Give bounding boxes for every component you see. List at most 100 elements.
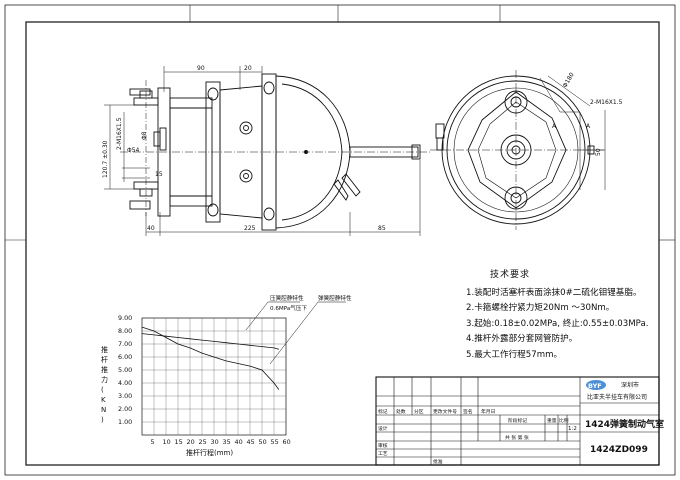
x-tick-label: 5 <box>151 438 155 446</box>
chart-point <box>278 348 280 350</box>
chart-point <box>278 389 280 390</box>
row-label-sign: 签名 <box>463 408 473 415</box>
note-item: 3.起始:0.18±0.02MPa, 终止:0.55±0.03MPa. <box>466 318 649 329</box>
notes-title: 技术要求 <box>490 270 531 280</box>
company-logo-icon <box>586 380 606 390</box>
section-mark-a-2: A <box>586 123 591 130</box>
drawing-number: 1424ZD099 <box>590 445 648 455</box>
technical-notes: 技术要求 1.装配时活塞杆表面涂抹0#二硫化钼锂基脂。 2.卡箍螺栓拧紧力矩20… <box>466 268 676 364</box>
chart-y-label-char: 力 <box>101 375 108 384</box>
y-tick-label: 5.00 <box>118 366 132 374</box>
note-item: 1.装配时活塞杆表面涂抹0#二硫化钼锂基脂。 <box>466 287 642 298</box>
dim-thread: 2-M16X1.5 <box>116 117 123 150</box>
dim-dia-54: Φ54 <box>127 147 140 154</box>
chart-y-label-char: K <box>101 396 106 404</box>
chart-point <box>153 330 155 332</box>
chart-point <box>249 365 251 367</box>
left-label-approve: 批准 <box>433 458 443 465</box>
inner-border <box>25 21 660 466</box>
chart-y-label-char: N <box>101 406 106 414</box>
annotation-leader <box>245 301 269 331</box>
dim-side-thread: 2-M16X1.5 <box>590 99 623 106</box>
y-tick-label: 7.00 <box>118 340 132 348</box>
left-label-review: 审核 <box>378 442 388 449</box>
y-tick-label: 9.00 <box>118 314 132 322</box>
note-item: 5.最大工作行程57mm。 <box>466 349 563 360</box>
stage-label: 阶段标记 <box>508 417 527 424</box>
front-view <box>120 73 430 231</box>
company-line-2: 比亚夫半挂车有限公司 <box>587 393 647 401</box>
row-label-date: 年月日 <box>481 408 495 415</box>
x-tick-label: 25 <box>199 438 207 446</box>
y-tick-label: 1.00 <box>118 418 132 426</box>
chart-series-line-2 <box>141 333 279 350</box>
x-tick-label: 50 <box>259 438 267 446</box>
scale-label: 比例 <box>559 417 569 424</box>
annotation-pressure-chamber: 压簧腔静特性 <box>270 294 304 302</box>
x-tick-label: 40 <box>235 438 243 446</box>
weight-label: 重量 <box>547 417 557 424</box>
chart-point <box>189 347 191 349</box>
chart-point <box>177 343 179 345</box>
chart-point <box>237 343 239 345</box>
chart-point <box>249 345 251 346</box>
y-tick-label: 6.00 <box>118 353 132 361</box>
chart-series <box>141 326 280 390</box>
y-tick-label: 4.00 <box>118 379 132 387</box>
chart-point <box>201 339 203 341</box>
side-view <box>430 70 606 230</box>
chart-point <box>273 347 275 349</box>
dim-dia-8: Φ8 <box>141 131 148 140</box>
chart-y-label-char: 杆 <box>101 355 108 364</box>
x-tick-label: 55 <box>271 438 279 446</box>
annotation-spring-chamber: 弹簧腔静特性 <box>318 294 352 302</box>
chart-point <box>261 346 263 347</box>
dim-15: 15 <box>155 171 163 178</box>
left-label-process: 工艺 <box>378 451 388 457</box>
chart-point <box>261 369 263 371</box>
company-logo-text: BYF <box>588 382 602 390</box>
dim-bottom-85: 85 <box>378 225 386 232</box>
chart-point <box>141 333 143 334</box>
company-line-1: 深圳市 <box>621 381 639 389</box>
chart-y-label-char: 推 <box>101 365 108 374</box>
row-label-zone: 分区 <box>414 408 424 415</box>
title-block <box>375 376 660 466</box>
chart-series-line-1 <box>141 326 280 390</box>
scale-value: 1:2 <box>568 426 577 432</box>
y-tick-label: 8.00 <box>118 327 132 335</box>
chart-y-label-char: 推 <box>101 345 108 354</box>
y-tick-label: 3.00 <box>118 392 132 400</box>
sheet-label: 共 张 第 张 <box>505 434 529 441</box>
annotation-pressure-condition: 0.6MPa气压下 <box>270 304 307 312</box>
x-tick-label: 20 <box>187 438 195 446</box>
row-label-change: 更改文件号 <box>433 408 457 415</box>
chart-point <box>225 360 227 362</box>
x-tick-label: 60 <box>283 438 291 446</box>
chart-y-label-char: ) <box>101 416 104 424</box>
chart-point <box>273 382 275 384</box>
y-tick-label: 2.00 <box>118 405 132 413</box>
dim-top-90: 90 <box>197 65 205 72</box>
chart-point <box>213 341 215 342</box>
chart-point <box>177 337 179 338</box>
dim-bottom-225: 225 <box>244 225 256 232</box>
note-item: 2.卡箍螺栓拧紧力矩20Nm ～30Nm。 <box>466 303 615 314</box>
dim-top-20: 20 <box>244 65 252 72</box>
dim-bottom-40: 40 <box>147 225 155 232</box>
front-view-dimensions <box>104 66 421 236</box>
row-label-mark: 标记 <box>378 408 388 415</box>
title-block-logo: BYF <box>586 380 606 390</box>
chart-y-label-char: ( <box>101 386 104 394</box>
chart-point <box>189 338 191 340</box>
chart-point <box>225 342 227 343</box>
product-name: 1424弹簧制动气室 <box>585 418 664 430</box>
row-label-count: 处数 <box>396 408 406 415</box>
dim-side-50: 50 <box>595 148 602 156</box>
chart-x-label: 推杆行程(mm) <box>186 448 233 457</box>
x-tick-label: 15 <box>175 438 183 446</box>
